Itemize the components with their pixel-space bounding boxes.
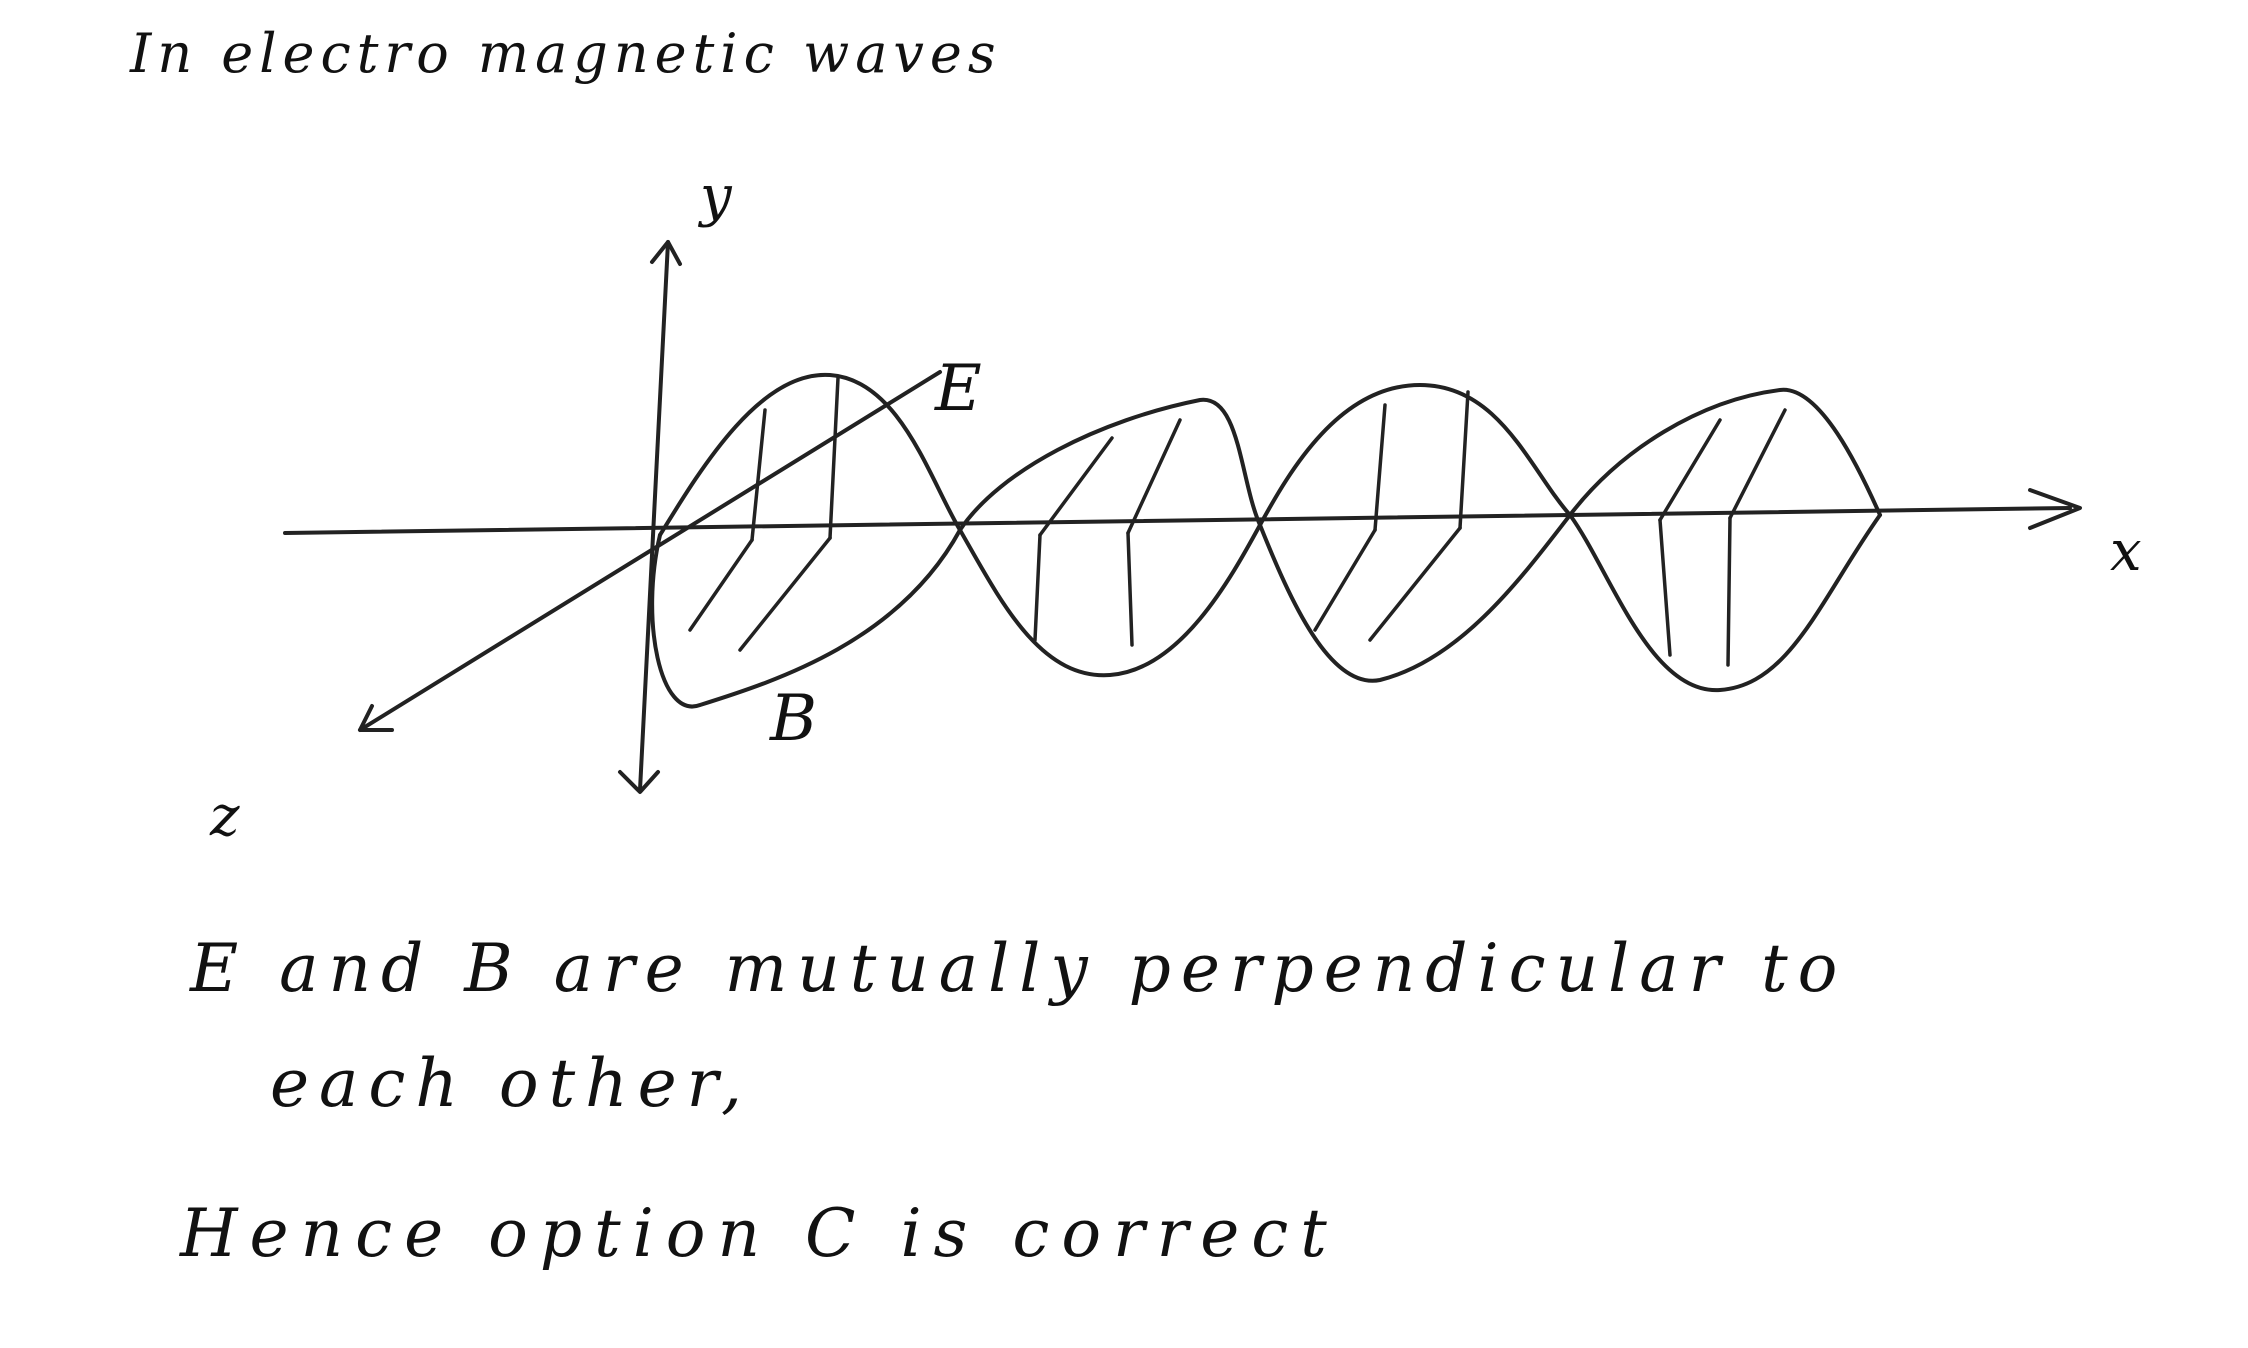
b-field-wave	[650, 387, 1882, 709]
e-field-wave	[658, 372, 1882, 693]
z-axis-label: z	[209, 784, 240, 849]
e-field-vectors	[750, 376, 1787, 542]
conclusion-line-1: E and B are mutually perpendicular to	[190, 930, 1848, 1007]
conclusion-line-2: each other,	[270, 1045, 752, 1122]
heading-text: In electro magnetic waves	[130, 22, 1002, 85]
x-axis-arrowhead	[2028, 488, 2082, 530]
z-axis-arrowhead	[358, 704, 394, 732]
y-axis-label: y	[697, 164, 733, 229]
x-axis	[283, 506, 2072, 535]
conclusion-line-3: Hence option C is correct	[180, 1195, 1339, 1272]
z-axis	[358, 370, 942, 732]
y-axis	[638, 240, 670, 792]
b-field-vectors	[688, 516, 1732, 667]
y-axis-arrowhead	[650, 240, 682, 266]
y-axis-down-arrowhead	[618, 770, 660, 794]
e-field-label: E	[934, 352, 982, 426]
x-axis-label: x	[2110, 519, 2142, 584]
b-field-label: B	[769, 682, 817, 756]
